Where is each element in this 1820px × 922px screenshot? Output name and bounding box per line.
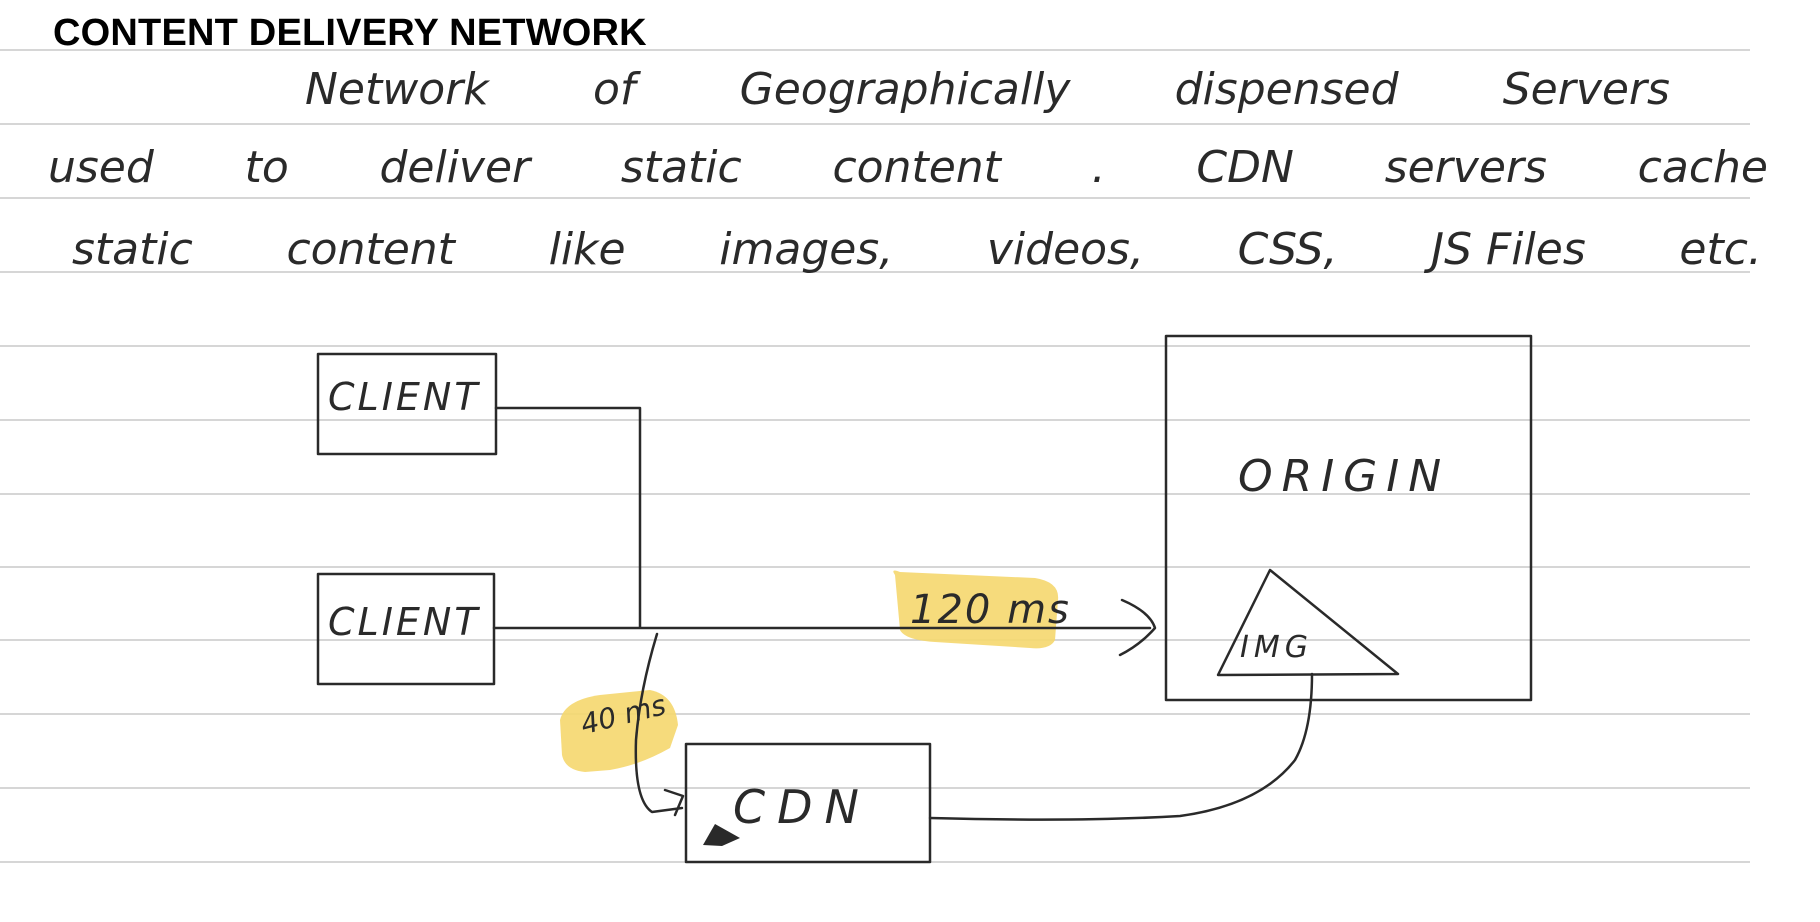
word: cache [1637, 142, 1768, 193]
img-label: IMG [1240, 630, 1313, 665]
word: static [72, 224, 193, 275]
word: . [1091, 142, 1106, 193]
connector-client-top [494, 406, 642, 629]
word: CDN [1196, 142, 1294, 193]
word: like [548, 224, 626, 275]
word: servers [1384, 142, 1547, 193]
word: dispensed [1174, 64, 1399, 115]
word: videos, [986, 224, 1144, 275]
word: used [48, 142, 154, 193]
origin-label: ORIGIN [1238, 451, 1451, 502]
connector-cdn-to-origin [928, 672, 1314, 821]
word: content [832, 142, 1001, 193]
client-top-label: CLIENT [328, 375, 481, 419]
arrowhead-cdn [663, 788, 685, 817]
word: images, [719, 224, 894, 275]
word: Network [305, 64, 489, 115]
word: content [286, 224, 455, 275]
cdn-label: CDN [733, 780, 871, 834]
word: CSS, [1237, 224, 1338, 275]
word: etc. [1679, 224, 1762, 275]
client-top-box [316, 352, 498, 456]
origin-box [1164, 334, 1533, 702]
arrowhead-origin [1118, 598, 1157, 657]
word: Geographically [739, 64, 1071, 115]
page-title: CONTENT DELIVERY NETWORK [53, 12, 647, 54]
cdn-mark [703, 824, 740, 846]
connector-to-cdn [634, 632, 684, 814]
highlight-40ms [560, 690, 678, 772]
paragraph-line-3: static content like images, videos, CSS,… [72, 228, 1762, 272]
cdn-box [684, 742, 932, 864]
word: to [244, 142, 289, 193]
paragraph-line-1: Network of Geographically dispensed Serv… [305, 68, 1670, 112]
client-bottom-label: CLIENT [328, 600, 481, 644]
word: Servers [1502, 64, 1670, 115]
paragraph-line-2: used to deliver static content . CDN ser… [48, 146, 1768, 190]
img-triangle [1216, 568, 1400, 677]
word: of [592, 64, 636, 115]
word: JS Files [1431, 224, 1586, 275]
latency-origin-label: 120 ms [910, 587, 1071, 633]
word: static [620, 142, 742, 193]
ruled-lines [0, 49, 1750, 863]
word: deliver [379, 142, 531, 193]
